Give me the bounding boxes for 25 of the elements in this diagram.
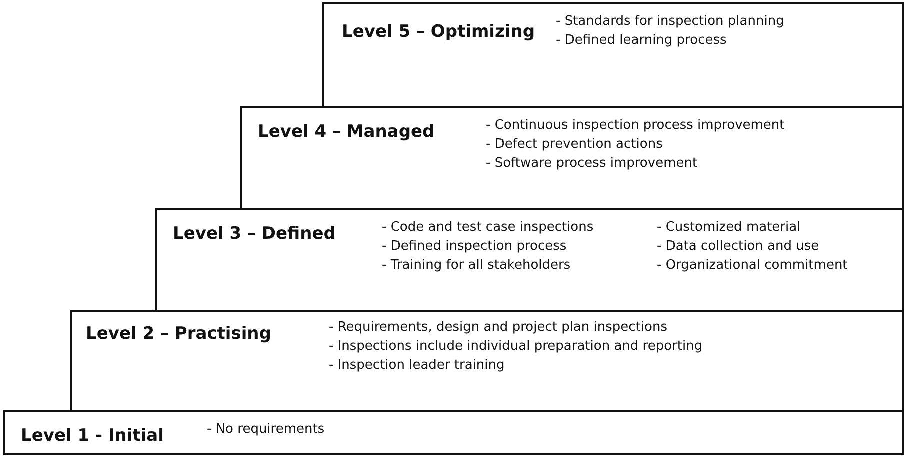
practice-item: - Inspection leader training <box>329 358 505 373</box>
level-step <box>240 106 904 210</box>
practice-item: - Training for all stakeholders <box>382 258 571 273</box>
level-heading: Level 3 – Defined <box>173 224 336 244</box>
level-step <box>70 310 904 412</box>
practice-item: - Customized material <box>657 220 801 235</box>
practice-item: - Code and test case inspections <box>382 220 594 235</box>
practice-item: - No requirements <box>207 422 325 437</box>
practice-item: - Defined learning process <box>556 33 727 48</box>
level-heading: Level 2 – Practising <box>86 324 272 344</box>
practice-item: - Requirements, design and project plan inspections <box>329 320 668 335</box>
practice-item: - Organizational commitment <box>657 258 848 273</box>
level-step <box>3 410 904 455</box>
level-heading: Level 4 – Managed <box>258 122 435 142</box>
practice-item: - Standards for inspection planning <box>556 14 784 29</box>
practice-item: - Defined inspection process <box>382 239 567 254</box>
practice-item: - Software process improvement <box>486 156 698 171</box>
level-step <box>322 2 904 108</box>
practice-item: - Inspections include individual preparation and reporting <box>329 339 703 354</box>
practice-item: - Data collection and use <box>657 239 820 254</box>
level-step <box>155 208 904 312</box>
level-heading: Level 1 - Initial <box>21 426 164 446</box>
practice-item: - Continuous inspection process improvement <box>486 118 785 133</box>
level-heading: Level 5 – Optimizing <box>342 22 535 42</box>
practice-item: - Defect prevention actions <box>486 137 663 152</box>
